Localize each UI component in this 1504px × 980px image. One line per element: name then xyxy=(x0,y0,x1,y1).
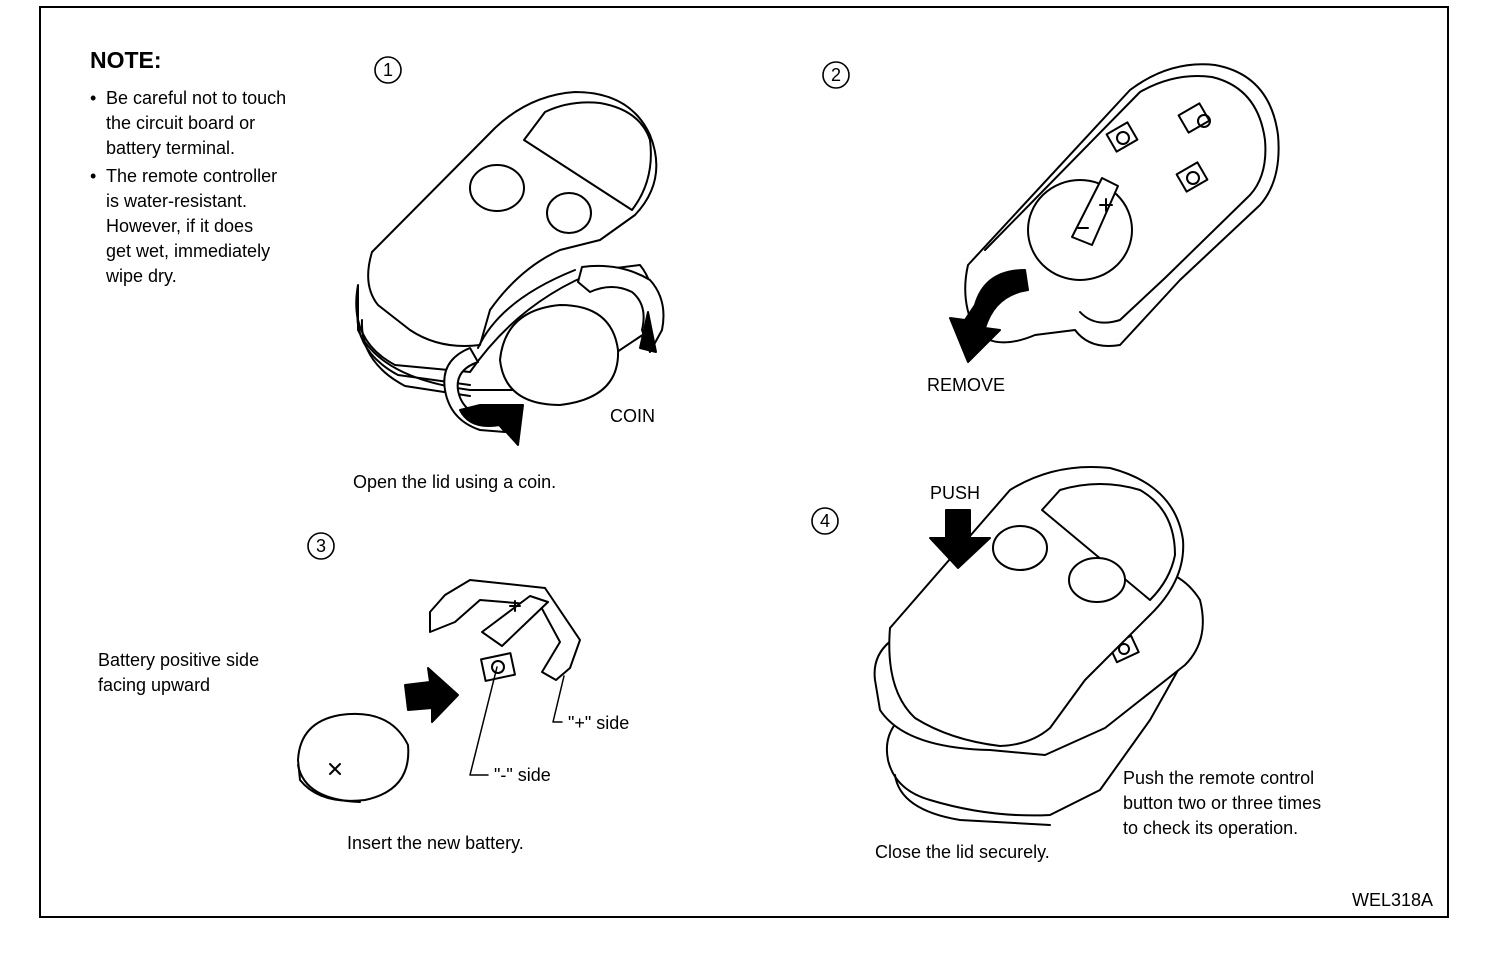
minus-side-label: "-" side xyxy=(494,765,551,785)
step-4-caption: Close the lid securely. xyxy=(875,842,1050,862)
bullet-dot: • xyxy=(90,166,97,186)
step-1-number: 1 xyxy=(374,56,402,84)
step-2-number: 2 xyxy=(822,61,850,89)
note-title: NOTE: xyxy=(90,47,162,73)
note-item-text: Be careful not to touch the circuit boar… xyxy=(106,88,287,158)
coin-label: COIN xyxy=(610,406,655,426)
figure-id: WEL318A xyxy=(1352,890,1434,910)
step-number-text: 2 xyxy=(831,65,841,85)
step-1-caption: Open the lid using a coin. xyxy=(353,472,557,492)
bullet-dot: • xyxy=(90,88,97,108)
step-3-number: 3 xyxy=(307,532,335,560)
note-item-text: The remote controller is water-resistant… xyxy=(106,166,278,286)
step-number-text: 4 xyxy=(820,511,830,531)
step-1-illustration xyxy=(355,91,665,446)
step-2-illustration xyxy=(949,63,1280,363)
figure-frame xyxy=(39,6,1449,918)
step-4-illustration xyxy=(873,465,1204,826)
battery-orientation-label: Battery positive side facing upward xyxy=(98,650,260,695)
step-number-text: 3 xyxy=(316,536,326,556)
step-3-illustration xyxy=(297,579,581,803)
push-label: PUSH xyxy=(930,483,981,503)
step-number-text: 1 xyxy=(383,60,393,80)
remove-label: REMOVE xyxy=(927,375,1006,395)
step-3-caption: Insert the new battery. xyxy=(347,833,524,853)
step-4-number: 4 xyxy=(811,507,839,535)
check-operation-label: Push the remote control button two or th… xyxy=(1123,768,1322,838)
plus-side-label: "+" side xyxy=(568,713,630,733)
